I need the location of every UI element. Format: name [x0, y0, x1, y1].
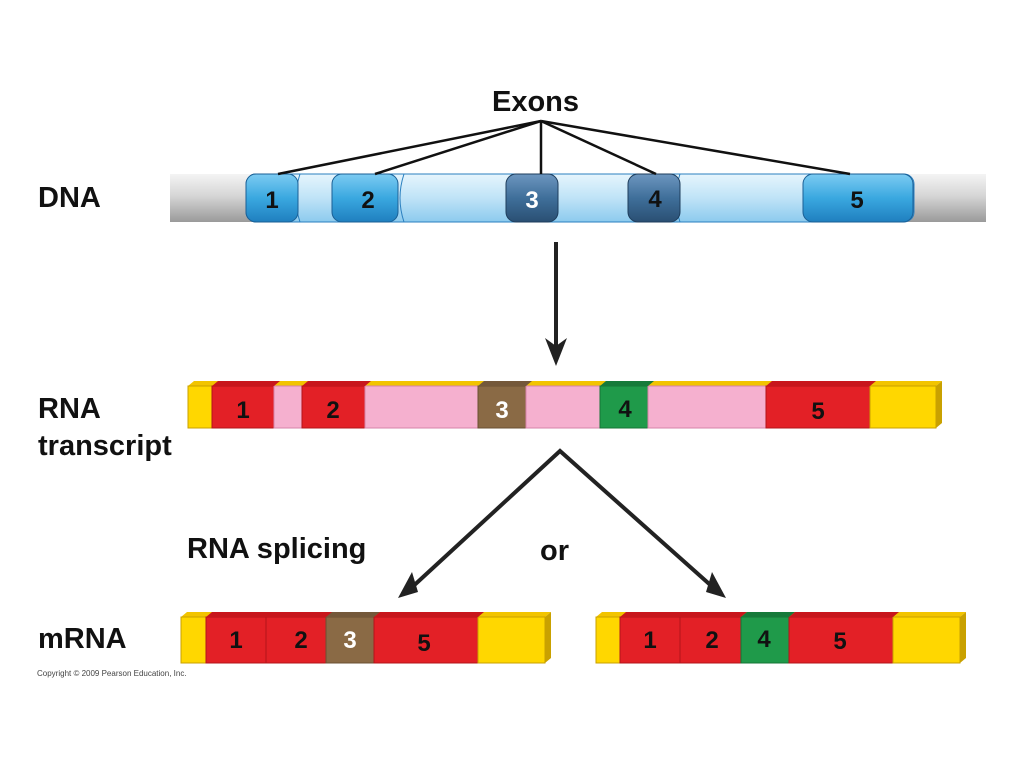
mrna-left-3prime-utr: [477, 616, 546, 664]
mrna-variant-left: 1 2 3 5: [180, 612, 551, 664]
mrna-left-exon-5-number: 5: [417, 630, 430, 657]
mrna-left-exon-1-number: 1: [229, 627, 242, 654]
rna-transcript: 1 2 3 4 5: [187, 381, 942, 429]
mrna-left-exon-2-number: 2: [294, 627, 307, 654]
rna-exon-2: [301, 385, 366, 429]
dna-molecule: 1 2 3 4 5: [170, 173, 986, 223]
rna-exon-3: [477, 385, 527, 429]
rna-transcript-label-line2: transcript: [38, 430, 172, 462]
mrna-right-exon-5-number: 5: [833, 628, 846, 655]
dna-exon-1-number: 1: [265, 187, 278, 214]
dna-exon-5: [802, 173, 914, 223]
mrna-right-exon-4-number: 4: [757, 626, 771, 653]
dna-exon-4-number: 4: [648, 186, 662, 213]
rna-3prime-utr: [869, 385, 937, 429]
exons-pointer-lines: [277, 119, 851, 176]
exons-label: Exons: [492, 86, 580, 118]
splicing-arrow-lines: [407, 448, 718, 592]
rna-intron-2: [364, 385, 479, 429]
mrna-left-5prime-utr: [180, 616, 207, 664]
rna-exon-4-number: 4: [618, 396, 632, 423]
mrna-left-exon-1: [205, 616, 267, 664]
rna-exon-4: [599, 385, 649, 429]
or-label: or: [540, 535, 569, 567]
mrna-right-exon-5: [788, 616, 894, 664]
dna-label: DNA: [38, 182, 101, 214]
mrna-label: mRNA: [38, 623, 127, 655]
mrna-right-exon-1-number: 1: [643, 627, 656, 654]
mrna-right-exon-2-number: 2: [705, 627, 718, 654]
mrna-left-exon-3: [325, 616, 375, 664]
rna-exon-5-number: 5: [811, 398, 824, 425]
splicing-arrow-right-head: [706, 572, 726, 598]
dna-exon-3: [505, 173, 559, 223]
mrna-right-exon-2: [679, 616, 742, 664]
dna-exon-2: [331, 173, 399, 223]
dna-exon-5-number: 5: [850, 187, 863, 214]
rna-exon-2-number: 2: [326, 397, 339, 424]
copyright-notice: Copyright © 2009 Pearson Education, Inc.: [37, 669, 187, 678]
rna-intron-3: [525, 385, 601, 429]
dna-exon-2-number: 2: [361, 187, 374, 214]
transcription-arrow-head: [545, 338, 567, 366]
rna-intron-4: [647, 385, 767, 429]
rna-5prime-utr: [187, 385, 213, 429]
splicing-arrow-left-head: [398, 572, 418, 598]
rna-splicing-label: RNA splicing: [187, 533, 367, 565]
dna-exon-1: [245, 173, 299, 223]
dna-exon-3-number: 3: [525, 187, 538, 214]
rna-exon-3-number: 3: [495, 397, 508, 424]
rna-intron-1: [273, 385, 303, 429]
mrna-left-exon-5: [373, 616, 479, 664]
mrna-left-exon-2: [265, 616, 327, 664]
rna-exon-1-number: 1: [236, 397, 249, 424]
mrna-left-exon-3-number: 3: [343, 627, 356, 654]
mrna-variant-right: 1 2 4 5: [595, 612, 966, 664]
mrna-right-5prime-utr: [595, 616, 621, 664]
mrna-right-3prime-utr: [892, 616, 961, 664]
splicing-arrows: [398, 448, 726, 598]
rna-transcript-label-line1: RNA: [38, 393, 101, 425]
